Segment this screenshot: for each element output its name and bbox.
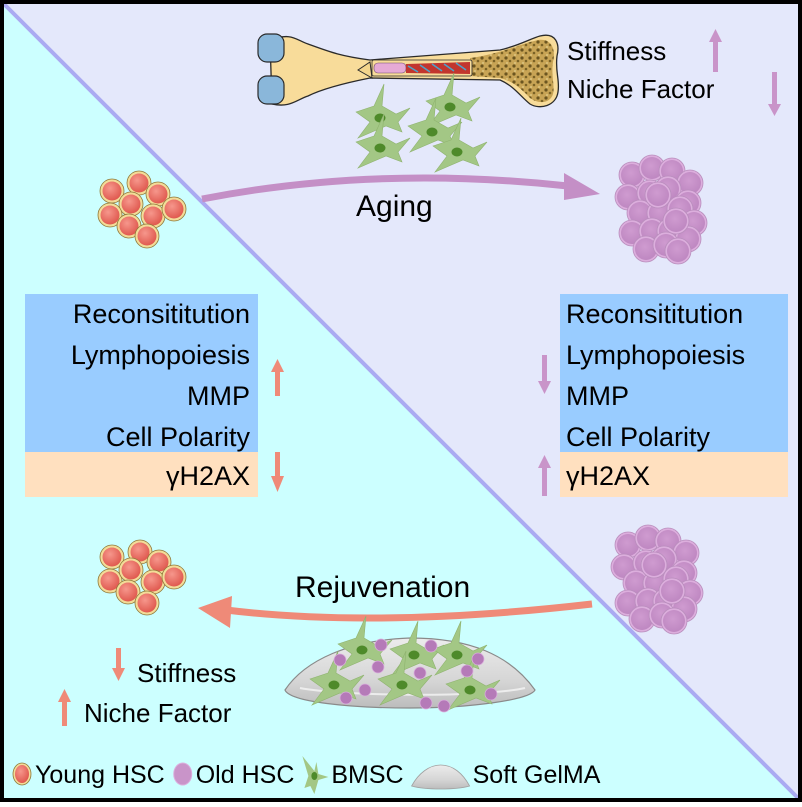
young-hsc-icon bbox=[12, 762, 32, 786]
bone-illustration bbox=[257, 33, 560, 108]
old-hsc-cell bbox=[664, 237, 692, 265]
old-hsc-cell bbox=[640, 551, 668, 579]
right-item-gh2ax: γH2AX bbox=[566, 461, 650, 491]
old-hsc-cell bbox=[660, 607, 688, 635]
gelma-icon bbox=[411, 764, 471, 790]
right-item-cell-polarity: Cell Polarity bbox=[566, 422, 711, 452]
left-outcome-box: Reconsititution Lymphopoiesis MMP Cell P… bbox=[25, 294, 258, 497]
bottom-stiffness-down-arrow-icon bbox=[112, 648, 125, 681]
right-peach-box bbox=[560, 452, 788, 497]
right-item-lymphopoiesis: Lymphopoiesis bbox=[566, 340, 745, 370]
legend-young-hsc-label: Young HSC bbox=[35, 761, 165, 789]
bmsc-icon bbox=[302, 756, 329, 794]
aging-arrow bbox=[201, 173, 600, 203]
top-stiffness-label: Stiffness bbox=[567, 36, 666, 66]
right-decrease-arrow-icon bbox=[538, 355, 551, 394]
right-increase-arrow-icon bbox=[538, 455, 551, 496]
rejuvenation-label: Rejuvenation bbox=[295, 571, 470, 604]
old-hsc-cell bbox=[658, 577, 686, 605]
old-hsc-cell bbox=[662, 207, 690, 235]
right-item-reconstitution: Reconsititution bbox=[566, 299, 743, 329]
old-hsc-cell bbox=[644, 181, 672, 209]
left-increase-arrow-icon bbox=[271, 359, 284, 396]
left-blue-box bbox=[25, 294, 258, 452]
left-peach-box bbox=[25, 452, 258, 497]
left-decrease-arrow-icon bbox=[271, 452, 284, 492]
legend-bmsc-label: BMSC bbox=[331, 761, 403, 789]
legend: Young HSC Old HSC BMSC Soft GelMA bbox=[12, 756, 601, 794]
left-item-reconstitution: Reconsititution bbox=[73, 299, 250, 329]
bottom-niche-factor-up-arrow-icon bbox=[58, 689, 71, 726]
soft-gelma-dome bbox=[284, 615, 536, 713]
stiffness-up-arrow-icon bbox=[709, 29, 722, 72]
left-item-gh2ax: γH2AX bbox=[166, 461, 250, 491]
bottom-niche-factor-label: Niche Factor bbox=[84, 698, 232, 728]
legend-old-hsc-label: Old HSC bbox=[196, 761, 295, 789]
right-item-mmp: MMP bbox=[566, 381, 629, 411]
left-item-lymphopoiesis: Lymphopoiesis bbox=[71, 340, 250, 370]
rejuvenation-arrow bbox=[198, 596, 593, 628]
left-item-cell-polarity: Cell Polarity bbox=[106, 422, 251, 452]
niche-factor-down-arrow-icon bbox=[768, 72, 781, 116]
top-niche-factor-label: Niche Factor bbox=[567, 74, 715, 104]
old-hsc-icon bbox=[173, 762, 193, 786]
bottom-stiffness-label: Stiffness bbox=[137, 658, 236, 688]
right-outcome-box: Reconsititution Lymphopoiesis MMP Cell P… bbox=[560, 294, 788, 497]
right-blue-box bbox=[560, 294, 788, 452]
legend-soft-gelma-label: Soft GelMA bbox=[473, 761, 601, 789]
left-item-mmp: MMP bbox=[187, 381, 250, 411]
aging-label: Aging bbox=[356, 190, 433, 223]
